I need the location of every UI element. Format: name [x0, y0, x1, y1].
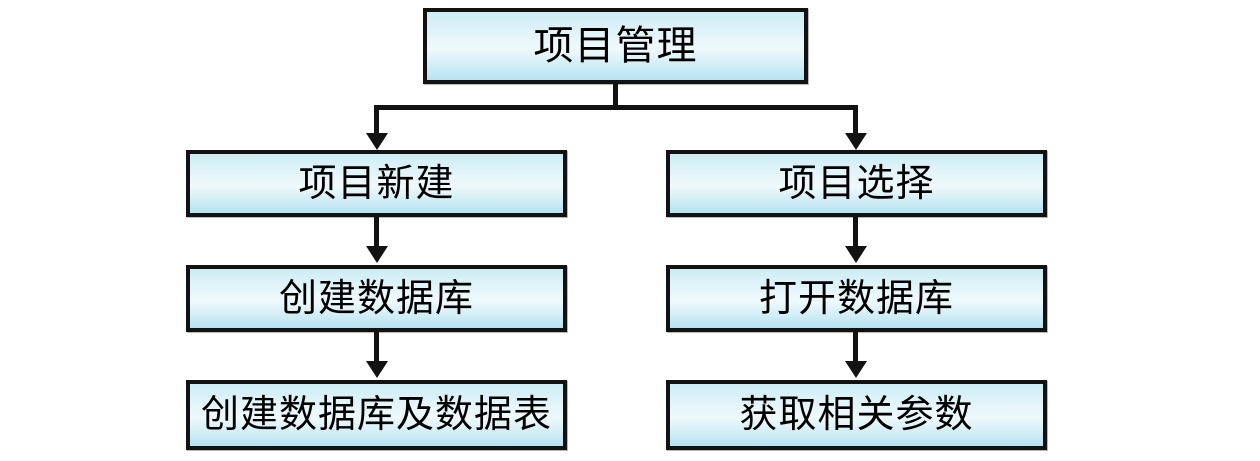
- node-label: 获取相关参数: [739, 394, 974, 436]
- arrowhead-icon-left-2-to-3: [366, 361, 388, 378]
- node-right-2-open-database[interactable]: 打开数据库: [666, 265, 1047, 332]
- connector-left-1-to-2: [374, 217, 379, 248]
- node-root-project-management[interactable]: 项目管理: [423, 8, 808, 84]
- connector-root-horizontal-bar: [374, 105, 858, 110]
- arrowhead-icon-right-2-to-3: [845, 361, 867, 378]
- arrowhead-icon-right-1-to-2: [845, 246, 867, 263]
- connector-right-1-to-2: [853, 217, 858, 248]
- arrowhead-icon-left-1-to-2: [366, 246, 388, 263]
- arrowhead-icon-root-to-right: [845, 133, 867, 150]
- node-label: 创建数据库及数据表: [200, 394, 552, 436]
- node-left-2-create-database[interactable]: 创建数据库: [186, 265, 567, 332]
- connector-branch-right-drop: [853, 105, 858, 137]
- connector-root-stem: [613, 84, 618, 107]
- node-label: 项目选择: [778, 162, 935, 205]
- node-left-1-new-project[interactable]: 项目新建: [186, 150, 567, 217]
- node-right-3-get-related-parameters[interactable]: 获取相关参数: [666, 380, 1047, 450]
- connector-branch-left-drop: [374, 105, 379, 137]
- connector-right-2-to-3: [853, 332, 858, 363]
- node-label: 打开数据库: [758, 277, 954, 320]
- connector-left-2-to-3: [374, 332, 379, 363]
- node-label: 项目管理: [533, 23, 698, 68]
- node-label: 项目新建: [298, 162, 455, 205]
- node-left-3-create-database-and-tables[interactable]: 创建数据库及数据表: [186, 380, 567, 450]
- node-right-1-project-selection[interactable]: 项目选择: [666, 150, 1047, 217]
- arrowhead-icon-root-to-left: [366, 133, 388, 150]
- node-label: 创建数据库: [278, 277, 474, 320]
